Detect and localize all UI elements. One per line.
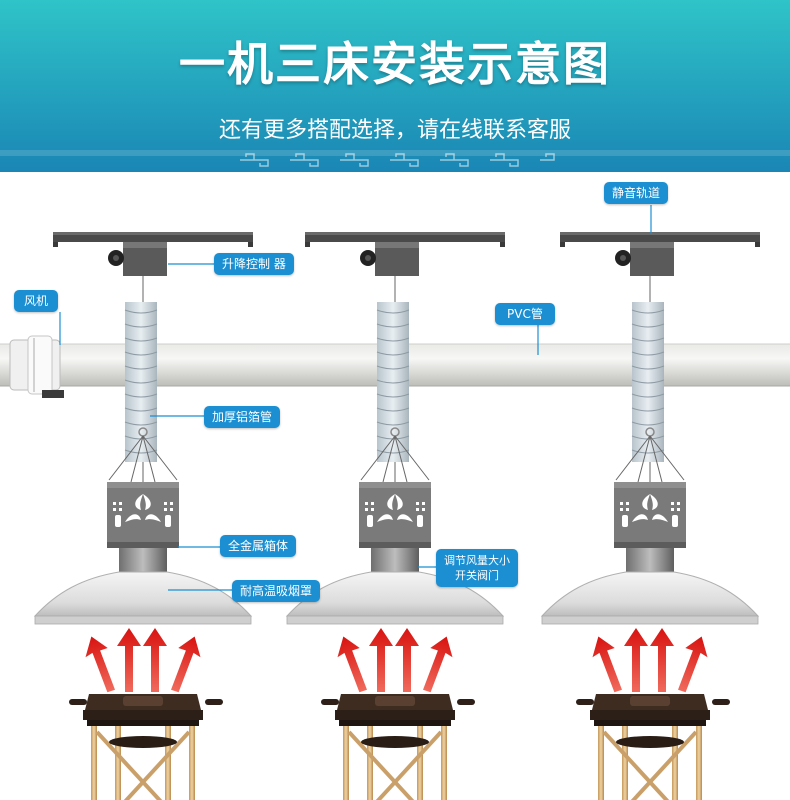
label-valve-line1: 调节风量大小: [444, 554, 510, 567]
label-valve: 调节风量大小 开关阀门: [436, 549, 518, 587]
label-pvc-pipe: PVC管: [495, 303, 555, 325]
page-subtitle: 还有更多搭配选择，请在线联系客服: [218, 118, 571, 143]
header-banner: [0, 0, 790, 172]
label-hood: 耐高温吸烟罩: [232, 580, 321, 602]
hood-unit-1: [33, 230, 255, 800]
hood-unit-3: [540, 230, 762, 800]
label-fan: 风机: [14, 290, 59, 312]
hood-unit-2: [285, 230, 507, 800]
label-silent-track: 静音轨道: [604, 182, 669, 204]
label-aluminum-hose: 加厚铝箔管: [204, 406, 281, 428]
page-title: 一机三床安装示意图: [179, 37, 611, 91]
label-lift-controller: 升降控制 器: [214, 253, 294, 275]
label-metal-box: 全金属箱体: [220, 535, 297, 557]
fan: [9, 335, 64, 398]
label-valve-line2: 开关阀门: [455, 569, 499, 582]
